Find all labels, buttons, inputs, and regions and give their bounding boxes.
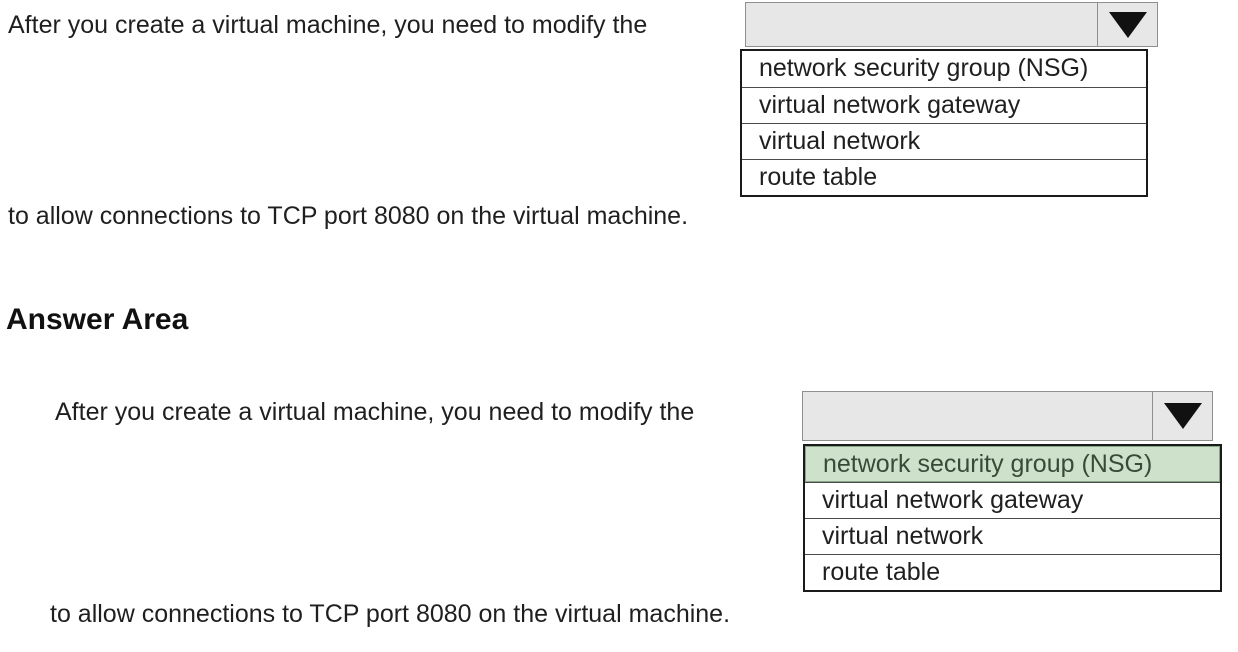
answer-area-heading: Answer Area bbox=[6, 303, 189, 336]
answer-option-virtual-network-gateway[interactable]: virtual network gateway bbox=[805, 482, 1220, 518]
answer-sentence-prefix: After you create a virtual machine, you … bbox=[55, 398, 695, 426]
answer-dropdown-button[interactable] bbox=[1152, 392, 1212, 440]
question-sentence-prefix: After you create a virtual machine, you … bbox=[8, 11, 648, 39]
answer-dropdown[interactable] bbox=[802, 391, 1213, 441]
answer-dropdown-value bbox=[803, 392, 1152, 440]
question-dropdown[interactable] bbox=[745, 2, 1158, 47]
question-sentence-suffix: to allow connections to TCP port 8080 on… bbox=[8, 202, 689, 230]
question-dropdown-button[interactable] bbox=[1097, 3, 1157, 46]
question-dropdown-options-list: network security group (NSG) virtual net… bbox=[740, 49, 1148, 197]
dropdown-option-route-table[interactable]: route table bbox=[742, 159, 1146, 195]
dropdown-option-virtual-network[interactable]: virtual network bbox=[742, 123, 1146, 159]
answer-dropdown-options-list: network security group (NSG) virtual net… bbox=[803, 444, 1222, 592]
dropdown-option-nsg[interactable]: network security group (NSG) bbox=[759, 54, 1089, 82]
answer-option-virtual-network[interactable]: virtual network bbox=[805, 518, 1220, 554]
answer-option-route-table[interactable]: route table bbox=[805, 554, 1220, 590]
question-dropdown-value bbox=[746, 3, 1097, 46]
answer-option-nsg-highlighted[interactable]: network security group (NSG) bbox=[805, 446, 1220, 482]
dropdown-arrow-icon bbox=[1163, 403, 1202, 429]
dropdown-option-virtual-network-gateway[interactable]: virtual network gateway bbox=[742, 87, 1146, 123]
dropdown-arrow-icon bbox=[1108, 11, 1147, 38]
answer-sentence-suffix: to allow connections to TCP port 8080 on… bbox=[50, 600, 731, 628]
